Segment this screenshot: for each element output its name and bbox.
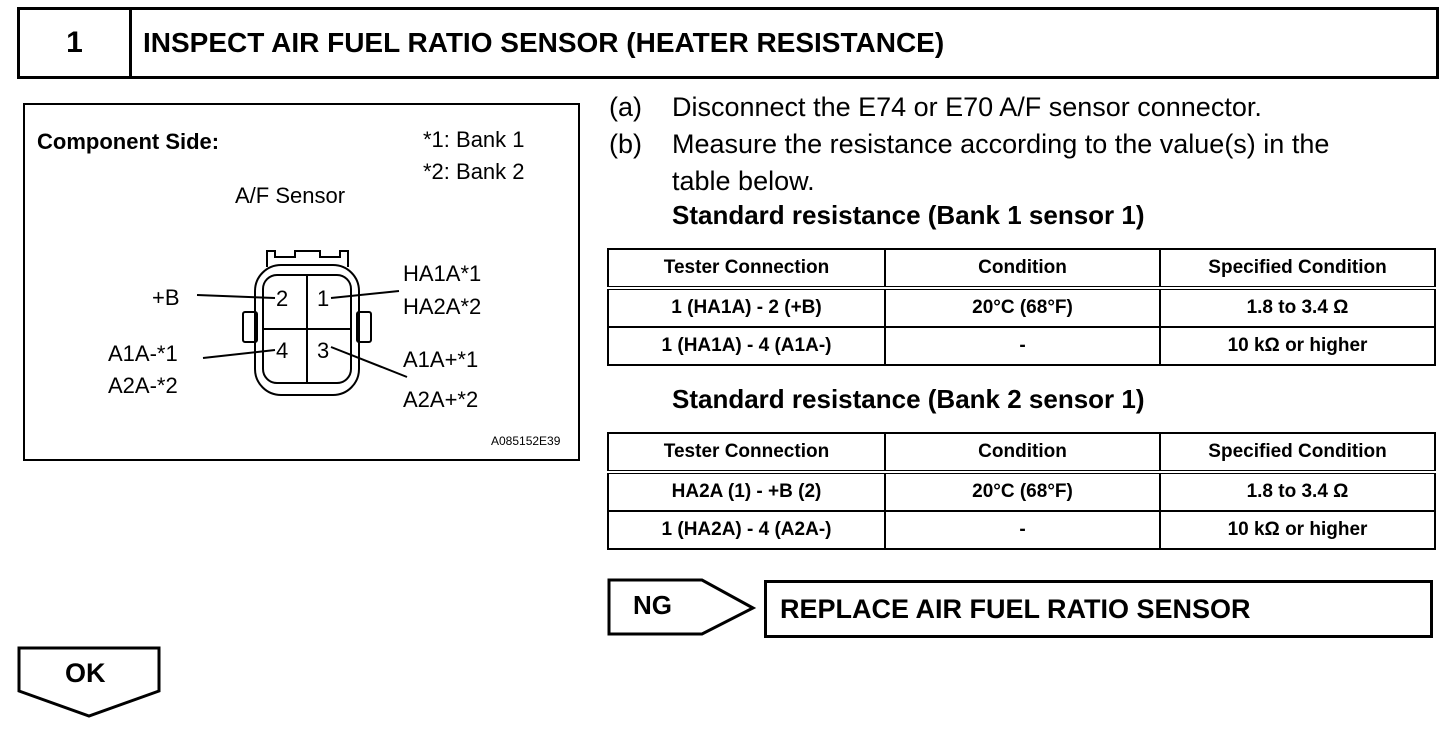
connector-illustration: Component Side: *1: Bank 1 *2: Bank 2 A/… (37, 127, 561, 448)
ok-label: OK (65, 658, 106, 688)
cell-condition: - (884, 510, 1161, 550)
step-header: 1 INSPECT AIR FUEL RATIO SENSOR (HEATER … (17, 7, 1439, 79)
sensor-label: A/F Sensor (235, 183, 345, 208)
ng-arrow-shape (607, 578, 757, 636)
connector-diagram: Component Side: *1: Bank 1 *2: Bank 2 A/… (23, 103, 580, 461)
header-condition: Condition (884, 432, 1161, 474)
cell-specified: 1.8 to 3.4 Ω (1159, 287, 1436, 328)
cell-specified: 1.8 to 3.4 Ω (1159, 471, 1436, 512)
connector-shape (242, 250, 372, 396)
cell-specified: 10 kΩ or higher (1159, 326, 1436, 366)
table-row: 1 (HA2A) - 4 (A2A-) - 10 kΩ or higher (607, 510, 1436, 550)
ok-branch-arrow[interactable]: OK (17, 646, 163, 720)
header-specified-condition: Specified Condition (1159, 432, 1436, 474)
step-b-label: (b) (609, 129, 642, 159)
ha1a-label: HA1A*1 (403, 261, 481, 286)
cell-condition: 20°C (68°F) (884, 287, 1161, 328)
leader-lines (196, 290, 408, 378)
table-header-row: Tester Connection Condition Specified Co… (607, 248, 1436, 290)
table-row: 1 (HA1A) - 2 (+B) 20°C (68°F) 1.8 to 3.4… (607, 287, 1436, 328)
a1a-plus-label: A1A+*1 (403, 347, 478, 372)
cell-connection: 1 (HA1A) - 4 (A1A-) (607, 326, 886, 366)
a2a-minus-label: A2A-*2 (108, 373, 178, 398)
header-condition: Condition (884, 248, 1161, 290)
ng-action-box: REPLACE AIR FUEL RATIO SENSOR (764, 580, 1433, 638)
table-row: HA2A (1) - +B (2) 20°C (68°F) 1.8 to 3.4… (607, 471, 1436, 512)
step-title: INSPECT AIR FUEL RATIO SENSOR (HEATER RE… (143, 27, 945, 58)
ok-arrow-shape (17, 646, 161, 718)
cell-condition: - (884, 326, 1161, 366)
cell-condition: 20°C (68°F) (884, 471, 1161, 512)
ng-label: NG (633, 590, 672, 620)
cell-connection: 1 (HA2A) - 4 (A2A-) (607, 510, 886, 550)
step-b: (b) Measure the resistance according to … (609, 126, 1449, 200)
figure-code: A085152E39 (491, 434, 561, 448)
header-specified-condition: Specified Condition (1159, 248, 1436, 290)
pin-4: 4 (276, 338, 288, 363)
cell-connection: 1 (HA1A) - 2 (+B) (607, 287, 886, 328)
resistance-table-bank2: Tester Connection Condition Specified Co… (607, 432, 1436, 550)
pin-1: 1 (317, 286, 329, 311)
step-a-text: Disconnect the E74 or E70 A/F sensor con… (672, 92, 1262, 122)
step-b-text-line2: table below. (672, 166, 815, 196)
cell-connection: HA2A (1) - +B (2) (607, 471, 886, 512)
plus-b-label: +B (152, 285, 180, 310)
step-number: 1 (20, 10, 132, 76)
resistance-table-bank1: Tester Connection Condition Specified Co… (607, 248, 1436, 366)
step-a-label: (a) (609, 92, 642, 122)
bank2-note: *2: Bank 2 (423, 159, 525, 184)
a1a-minus-label: A1A-*1 (108, 341, 178, 366)
cell-specified: 10 kΩ or higher (1159, 510, 1436, 550)
header-tester-connection: Tester Connection (607, 248, 886, 290)
a2a-plus-label: A2A+*2 (403, 387, 478, 412)
ha2a-label: HA2A*2 (403, 294, 481, 319)
pin-3: 3 (317, 338, 329, 363)
ng-branch-arrow[interactable]: NG (607, 578, 757, 638)
bank1-note: *1: Bank 1 (423, 127, 525, 152)
table1-title: Standard resistance (Bank 1 sensor 1) (672, 200, 1145, 230)
table-header-row: Tester Connection Condition Specified Co… (607, 432, 1436, 474)
table2-title: Standard resistance (Bank 2 sensor 1) (672, 384, 1145, 414)
step-b-text-line1: Measure the resistance according to the … (672, 129, 1330, 159)
component-side-label: Component Side: (37, 129, 219, 154)
table-row: 1 (HA1A) - 4 (A1A-) - 10 kΩ or higher (607, 326, 1436, 366)
pin-2: 2 (276, 286, 288, 311)
header-tester-connection: Tester Connection (607, 432, 886, 474)
